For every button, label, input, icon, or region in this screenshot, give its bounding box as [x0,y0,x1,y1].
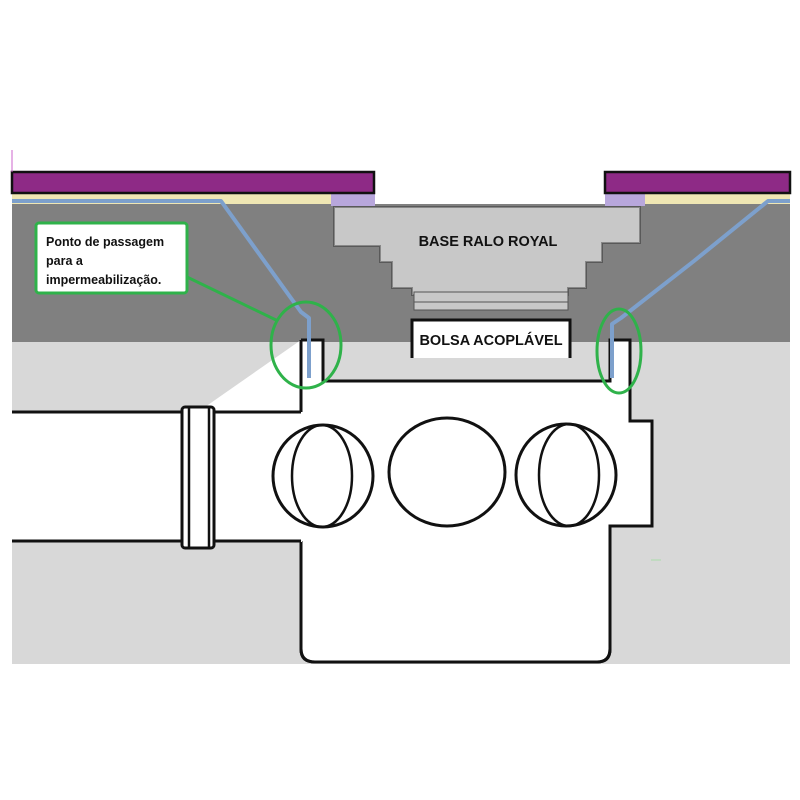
callout-line-2: para a [46,254,84,268]
edge-piece-right [605,193,645,206]
bolsa-label: BOLSA ACOPLÁVEL [419,332,562,349]
floor-finish-right [603,170,792,195]
callout-box [34,221,189,295]
callout-line-1: Ponto de passagem [46,235,164,249]
coupling-socket [410,318,572,362]
mortar-layer-left [12,193,342,204]
inlet-left [271,423,375,529]
passage-highlight-left [269,300,343,390]
drain-neck-lower [413,301,569,311]
callout-leader [186,275,277,322]
body-top-band [318,358,608,380]
membrane-left [12,199,311,378]
side-pipe [12,412,302,542]
mortar-layer-right [605,193,790,204]
inlet-center [387,416,507,528]
passage-highlight-right [595,307,643,395]
drain-neck [413,291,569,303]
inlet-right-ring [514,422,618,528]
floor-finish-left [10,170,376,195]
edge-piece-left [331,193,375,206]
callout-line-3: impermeabilização. [46,273,161,287]
inlet-right-inner [537,422,601,528]
base-label: BASE RALO ROYAL [419,234,558,250]
pipe-collar-inner [187,405,211,550]
inlet-right [514,422,618,528]
inlet-left-ring [271,423,375,529]
membrane-right [610,199,790,378]
inlet-center-ring [387,416,507,528]
inlet-left-inner [290,423,354,529]
